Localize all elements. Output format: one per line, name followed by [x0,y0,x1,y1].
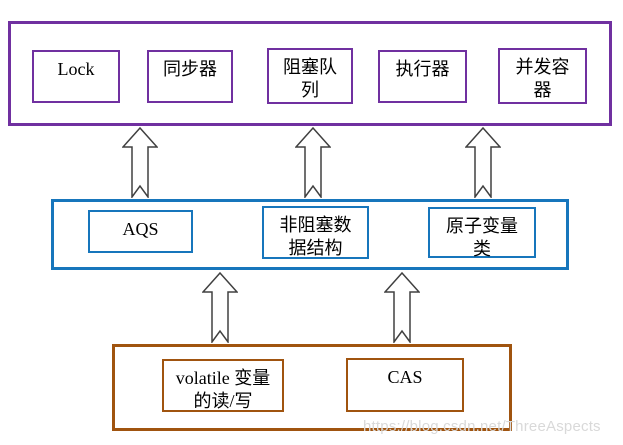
box-aqs: AQS [88,210,193,253]
box-volatile-read-write-label: volatile 变量 的读/写 [175,368,271,412]
box-cas: CAS [346,358,464,412]
box-nonblocking-data-structure: 非阻塞数 据结构 [262,206,369,259]
box-blocking-queue: 阻塞队 列 [267,48,353,104]
box-volatile-read-write: volatile 变量 的读/写 [162,359,284,412]
up-arrow-icon [384,272,420,343]
up-arrow-icon [465,127,501,198]
box-atomic-variable-class: 原子变量 类 [428,207,536,259]
box-atomic-variable-class-label: 原子变量 类 [446,216,518,260]
box-blocking-queue-label: 阻塞队 列 [283,57,337,101]
box-concurrent-collections: 并发容 器 [498,48,587,104]
box-lock-label: Lock [57,59,95,79]
box-executor: 执行器 [378,50,467,103]
up-arrow-icon [122,127,158,198]
box-synchronizer: 同步器 [147,50,233,103]
watermark-text: https://blog.csdn.net/ThreeAspects [363,418,601,435]
bottom-layer-container: volatile 变量 的读/写 CAS [112,344,512,431]
box-synchronizer-label: 同步器 [163,59,217,79]
box-concurrent-collections-label: 并发容 器 [515,57,570,101]
up-arrow-icon [202,272,238,343]
box-aqs-label: AQS [122,219,159,239]
box-executor-label: 执行器 [395,59,450,79]
middle-layer-container: AQS 非阻塞数 据结构 原子变量 类 [51,199,569,270]
box-cas-label: CAS [387,367,423,387]
box-nonblocking-data-structure-label: 非阻塞数 据结构 [279,215,352,259]
up-arrow-icon [295,127,331,198]
box-lock: Lock [32,50,120,103]
top-layer-container: Lock 同步器 阻塞队 列 执行器 并发容 器 [8,21,612,126]
